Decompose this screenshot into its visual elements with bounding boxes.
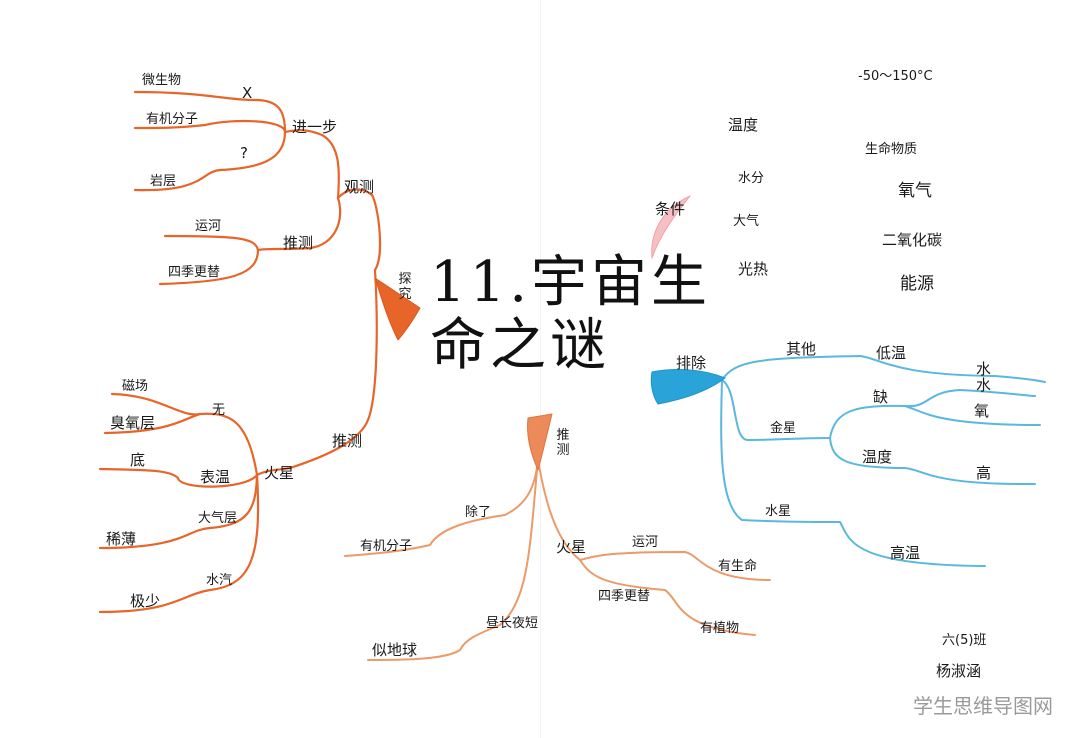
surface-temp-label: 表温: [200, 468, 231, 486]
speculate-mars-label: 火星: [556, 538, 587, 556]
mars-label: 火星: [264, 464, 295, 482]
low-temp-label: 低温: [876, 344, 907, 362]
condition-temperature: 温度: [728, 116, 759, 134]
rock-layer-label: 岩层: [150, 174, 177, 189]
title-line-1: 11.宇宙生: [430, 250, 712, 315]
condition-life-matter: 生命物质: [865, 142, 918, 157]
conditions-label: 条件: [655, 200, 686, 218]
none-label: 无: [212, 403, 226, 418]
organic-molecule-label: 有机分子: [146, 112, 199, 127]
explore-infer-label: 推测: [332, 432, 363, 450]
explore-node: [374, 277, 421, 341]
condition-light-heat: 光热: [738, 260, 769, 278]
lack-water-label: 水: [976, 376, 992, 394]
canal-label: 运河: [195, 219, 222, 234]
low-label: 底: [130, 451, 146, 469]
condition-moisture: 水分: [738, 171, 765, 186]
temperature-range: -50～150°C: [858, 69, 933, 84]
observe-label: 观测: [344, 178, 375, 196]
speculate-branches: [344, 459, 771, 661]
question-mark: ?: [240, 144, 248, 162]
condition-oxygen: 氧气: [898, 181, 932, 201]
mercury-label: 水星: [765, 504, 792, 519]
long-day-label: 昼长夜短: [486, 616, 539, 631]
earth-like-label: 似地球: [372, 641, 418, 659]
others-label: 其他: [786, 340, 817, 358]
others-water-label: 水: [976, 360, 992, 378]
venus-temp-label: 温度: [862, 448, 893, 466]
speculate-node: [527, 413, 553, 471]
very-little-label: 极少: [130, 592, 161, 610]
exclude-branches: [720, 355, 1046, 567]
lack-oxygen-label: 氧: [974, 402, 990, 420]
exclude-label: 排除: [676, 354, 707, 372]
condition-co2: 二氧化碳: [882, 231, 943, 249]
paper-fold: [540, 0, 541, 738]
title-line-2: 命之谜: [430, 313, 610, 378]
author-class: 六(5)班: [942, 633, 987, 648]
watermark: 学生思维导图网: [913, 694, 1053, 718]
organic-molecule-2-label: 有机分子: [360, 539, 413, 554]
magnetic-field-label: 磁场: [122, 379, 149, 394]
conditions-node: [651, 195, 691, 259]
cross-mark: X: [242, 84, 253, 102]
speculate-canal-label: 运河: [632, 535, 659, 550]
atmosphere-label: 大气层: [198, 511, 238, 526]
ozone-layer-label: 臭氧层: [110, 414, 156, 432]
has-plants-label: 有植物: [700, 621, 740, 636]
high-temp-label: 高温: [890, 544, 921, 562]
observe-infer-label: 推测: [283, 234, 314, 252]
explore-label: 探究: [398, 272, 412, 302]
has-life-label: 有生命: [718, 559, 758, 574]
seasons-label: 四季更替: [168, 265, 221, 280]
thin-label: 稀薄: [106, 530, 137, 548]
lack-label: 缺: [873, 388, 889, 406]
water-vapor-label: 水汽: [206, 573, 233, 588]
speculate-label: 推测: [556, 428, 570, 458]
condition-energy: 能源: [900, 274, 934, 294]
speculate-seasons-label: 四季更替: [598, 589, 651, 604]
microorganism-label: 微生物: [142, 73, 182, 88]
venus-label: 金星: [770, 421, 797, 436]
explore-branches: [98, 90, 382, 614]
besides-label: 除了: [465, 505, 492, 520]
exclude-node: [650, 369, 726, 405]
further-label: 进一步: [292, 118, 338, 136]
venus-high-label: 高: [976, 464, 992, 482]
author-name: 杨淑涵: [936, 662, 982, 680]
condition-atmosphere: 大气: [733, 214, 760, 229]
